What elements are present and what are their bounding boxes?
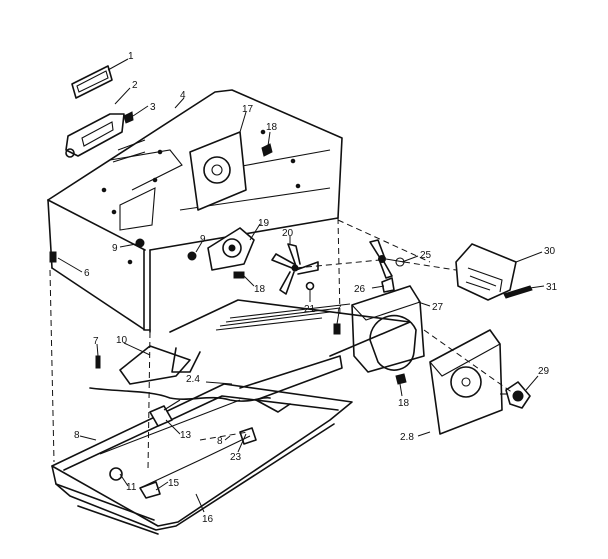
part-9-nut-a <box>135 238 145 248</box>
part-21-washer <box>305 281 315 291</box>
part-2-housing <box>65 113 125 158</box>
part-30-bin <box>455 243 517 301</box>
callout-7-a: 7 <box>93 336 99 347</box>
part-18-screw-a <box>261 143 273 157</box>
part-9-nut-b <box>187 251 197 261</box>
callout-9-a: 9 <box>112 243 118 254</box>
part-18-screw-c <box>395 373 407 385</box>
part-26-clip <box>381 277 395 293</box>
part-27-fan-cover <box>351 285 425 373</box>
callout-21: 21 <box>304 304 316 315</box>
callout-11: 11 <box>126 482 137 493</box>
callout-29: 29 <box>538 366 550 377</box>
bottom-pan <box>51 383 353 535</box>
callout-6: 6 <box>84 268 90 279</box>
part-13-thermostat <box>149 399 181 427</box>
callout-19: 19 <box>258 218 270 229</box>
callout-2: 2 <box>132 80 138 91</box>
callout-3: 3 <box>150 102 156 113</box>
part-25-fan <box>369 239 405 279</box>
part-6-clip <box>49 251 57 263</box>
part-19-motor <box>207 227 255 271</box>
callout-31: 31 <box>546 282 558 293</box>
callout-30: 30 <box>544 246 556 257</box>
evaporator-tray <box>169 299 411 413</box>
callout-10: 10 <box>116 335 128 346</box>
callout-7-b: 7 <box>336 304 342 315</box>
part-20-fan-blade <box>271 243 319 295</box>
part-11-bushing <box>109 467 123 481</box>
part-28-rear-panel <box>429 329 503 435</box>
callout-27: 27 <box>432 302 444 313</box>
part-10-heater <box>119 345 191 385</box>
part-24-wire <box>89 387 271 402</box>
part-7-screw-a <box>95 355 101 369</box>
part-4-liner <box>47 89 343 333</box>
callout-1: 1 <box>128 51 134 62</box>
callout-28: 2.8 <box>400 432 414 443</box>
callout-8-a: 8 <box>74 430 80 441</box>
callout-4: 4 <box>180 90 186 101</box>
part-18-screw-b <box>233 271 245 279</box>
part-15-clip <box>139 481 161 499</box>
part-7-screw-b <box>333 323 341 335</box>
part-23-clip <box>239 427 257 445</box>
callout-25: 25 <box>420 250 432 261</box>
leader-lines <box>57 58 545 513</box>
callout-15: 15 <box>168 478 180 489</box>
callout-labels: 1 2 3 4 17 18 6 7 7 9 9 10 2.4 8 13 8 23… <box>74 51 558 525</box>
part-17-shroud <box>189 131 247 211</box>
part-31-strip <box>503 285 533 299</box>
callout-18-a: 18 <box>266 122 278 133</box>
callout-17: 17 <box>242 104 254 115</box>
callout-13: 13 <box>180 430 192 441</box>
callout-8-b: 8 <box>217 436 223 447</box>
callout-26: 26 <box>354 284 366 295</box>
callout-20: 20 <box>282 228 294 239</box>
callout-23: 23 <box>230 452 242 463</box>
callout-18-b: 18 <box>254 284 266 295</box>
part-3-clip <box>123 111 134 124</box>
callout-18-c: 18 <box>398 398 410 409</box>
callout-24: 2.4 <box>186 374 200 385</box>
part-1-bezel <box>71 65 113 99</box>
callout-9-b: 9 <box>200 234 206 245</box>
callout-16: 16 <box>202 514 214 525</box>
